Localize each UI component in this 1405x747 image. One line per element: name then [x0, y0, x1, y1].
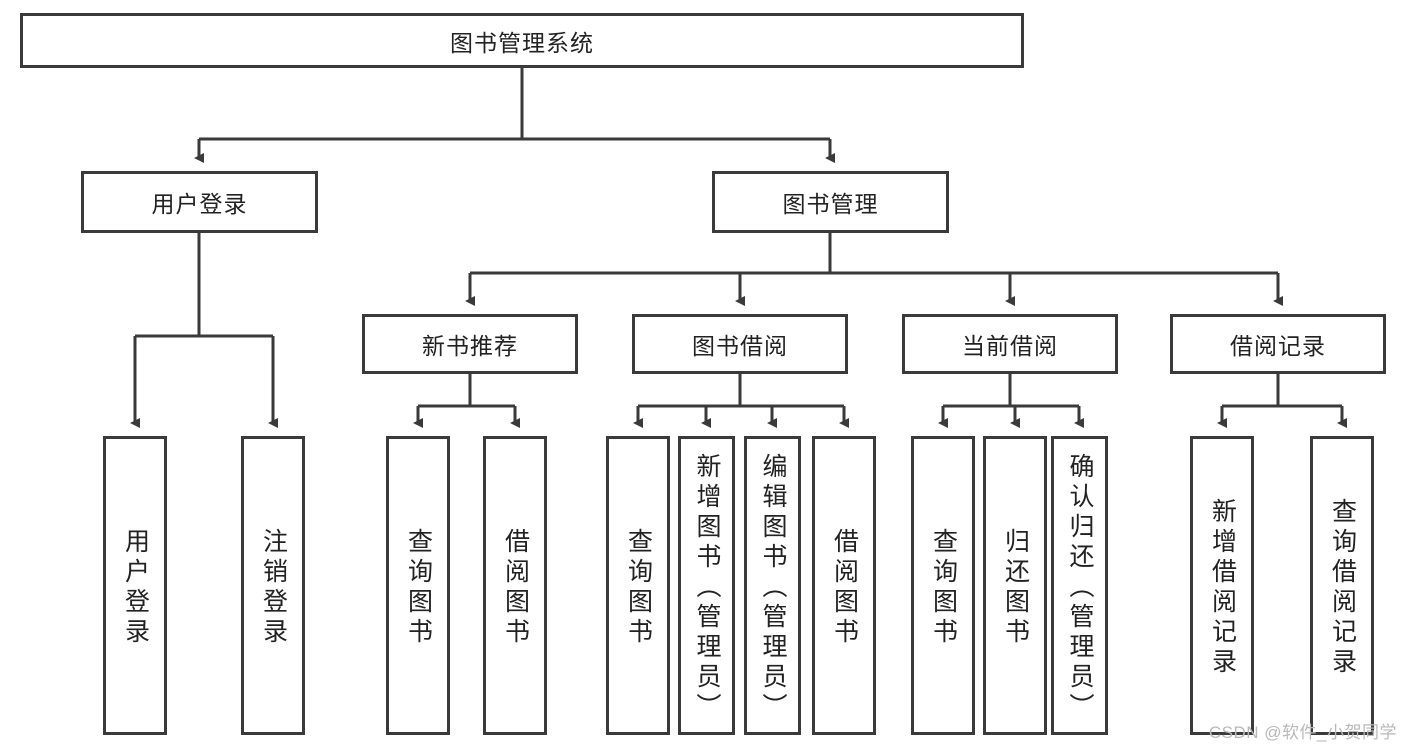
node-leaf-query-book-3[interactable]: 查询图书: [911, 436, 975, 735]
node-leaf-user-login[interactable]: 用户登录: [103, 436, 167, 735]
node-new-book-recommend-label: 新书推荐: [422, 333, 518, 359]
node-book-manage-label: 图书管理: [782, 191, 879, 217]
node-leaf-borrow-book-1[interactable]: 借阅图书: [483, 436, 547, 735]
node-leaf-logout-label: 注销登录: [259, 527, 288, 648]
node-book-borrow[interactable]: 图书借阅: [632, 314, 848, 374]
node-leaf-logout[interactable]: 注销登录: [241, 436, 305, 735]
node-leaf-confirm-return-label: 确认归还（管理员）: [1066, 452, 1094, 723]
node-leaf-borrow-book-2-label: 借阅图书: [830, 527, 859, 648]
node-leaf-user-login-label: 用户登录: [121, 527, 150, 648]
node-leaf-add-record[interactable]: 新增借阅记录: [1190, 436, 1254, 735]
node-leaf-return-book[interactable]: 归还图书: [983, 436, 1047, 735]
watermark: CSDN @软件_小贺同学: [1208, 723, 1397, 742]
node-borrow-record-label: 借阅记录: [1230, 333, 1326, 359]
node-leaf-borrow-book-1-label: 借阅图书: [501, 527, 530, 648]
node-book-borrow-label: 图书借阅: [692, 333, 788, 359]
node-leaf-query-book-2[interactable]: 查询图书: [606, 436, 670, 735]
node-leaf-query-record-label: 查询借阅记录: [1328, 497, 1357, 678]
node-leaf-add-record-label: 新增借阅记录: [1208, 497, 1237, 678]
node-leaf-query-book-2-label: 查询图书: [624, 527, 653, 648]
node-user-login[interactable]: 用户登录: [81, 171, 318, 233]
node-leaf-query-book-3-label: 查询图书: [929, 527, 958, 648]
node-leaf-confirm-return[interactable]: 确认归还（管理员）: [1051, 436, 1108, 735]
node-current-borrow[interactable]: 当前借阅: [902, 314, 1118, 374]
node-leaf-edit-book-label: 编辑图书（管理员）: [759, 452, 787, 723]
node-leaf-add-book-label: 新增图书（管理员）: [693, 452, 721, 723]
node-current-borrow-label: 当前借阅: [962, 333, 1058, 359]
node-leaf-query-book-1[interactable]: 查询图书: [386, 436, 450, 735]
node-leaf-borrow-book-2[interactable]: 借阅图书: [812, 436, 876, 735]
node-leaf-edit-book[interactable]: 编辑图书（管理员）: [744, 436, 801, 735]
node-root[interactable]: 图书管理系统: [20, 13, 1024, 68]
node-leaf-query-book-1-label: 查询图书: [404, 527, 433, 648]
node-borrow-record[interactable]: 借阅记录: [1170, 314, 1386, 374]
node-leaf-query-record[interactable]: 查询借阅记录: [1310, 436, 1374, 735]
node-book-manage[interactable]: 图书管理: [712, 171, 949, 233]
node-leaf-add-book[interactable]: 新增图书（管理员）: [678, 436, 735, 735]
node-root-label: 图书管理系统: [450, 29, 594, 56]
node-user-login-label: 用户登录: [151, 191, 248, 217]
node-new-book-recommend[interactable]: 新书推荐: [362, 314, 578, 374]
node-leaf-return-book-label: 归还图书: [1001, 527, 1030, 648]
